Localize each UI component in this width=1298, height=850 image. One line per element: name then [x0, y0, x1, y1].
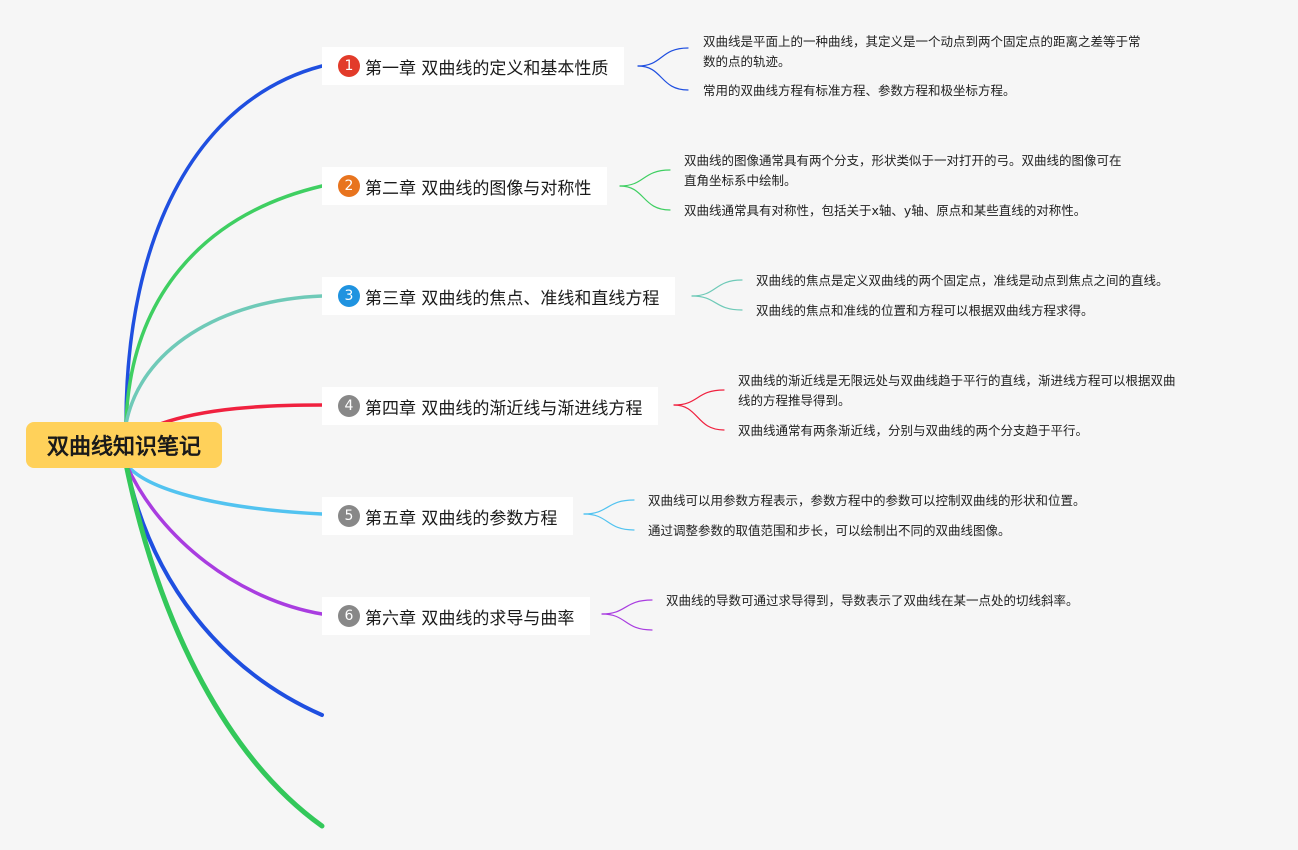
chapter-6-note-connector: [601, 613, 653, 631]
note-line: 双曲线通常具有对称性，包括关于x轴、y轴、原点和某些直线的对称性。: [684, 203, 1087, 218]
chapter-3-number-badge: 3: [338, 285, 360, 307]
root-topic[interactable]: 双曲线知识笔记: [26, 422, 222, 468]
chapter-3-connector: [124, 294, 324, 426]
chapter-4-topic[interactable]: 4 第四章 双曲线的渐近线与渐进线方程: [322, 387, 659, 425]
chapter-3-title: 第三章 双曲线的焦点、准线和直线方程: [365, 288, 660, 309]
chapter-2-title: 第二章 双曲线的图像与对称性: [365, 178, 592, 199]
chapter-5-number-badge: 5: [338, 505, 360, 527]
note-line: 双曲线的渐近线是无限远处与双曲线趋于平行的直线，渐进线方程可以根据双曲: [738, 373, 1176, 388]
chapter-4-note-2[interactable]: 双曲线通常有两条渐近线，分别与双曲线的两个分支趋于平行。: [738, 421, 1088, 441]
chapter-1-note-1[interactable]: 双曲线是平面上的一种曲线，其定义是一个动点到两个固定点的距离之差等于常 数的点的…: [703, 32, 1141, 72]
chapter-1-note-connector: [637, 65, 689, 91]
chapter-2-number-badge: 2: [338, 175, 360, 197]
chapter-2-note-2[interactable]: 双曲线通常具有对称性，包括关于x轴、y轴、原点和某些直线的对称性。: [684, 201, 1086, 221]
chapter-4-connector: [158, 403, 324, 426]
chapter-5-note-connector: [583, 499, 635, 515]
extra-branch-connector: [123, 461, 325, 829]
chapter-3-note-1[interactable]: 双曲线的焦点是定义双曲线的两个固定点，准线是动点到焦点之间的直线。: [756, 271, 1169, 291]
chapter-4-number-badge: 4: [338, 395, 360, 417]
chapter-2-connector: [124, 184, 324, 426]
chapter-5-connector: [124, 462, 324, 516]
note-line: 常用的双曲线方程有标准方程、参数方程和极坐标方程。: [703, 83, 1016, 98]
chapter-4-note-1[interactable]: 双曲线的渐近线是无限远处与双曲线趋于平行的直线，渐进线方程可以根据双曲 线的方程…: [738, 371, 1176, 411]
chapter-6-title: 第六章 双曲线的求导与曲率: [365, 608, 575, 629]
chapter-2-topic[interactable]: 2 第二章 双曲线的图像与对称性: [322, 167, 608, 205]
root-topic-label: 双曲线知识笔记: [46, 435, 201, 460]
note-line: 双曲线可以用参数方程表示，参数方程中的参数可以控制双曲线的形状和位置。: [648, 493, 1086, 508]
chapter-4-title: 第四章 双曲线的渐近线与渐进线方程: [365, 398, 643, 419]
chapter-5-note-connector: [583, 513, 635, 531]
note-line: 数的点的轨迹。: [703, 54, 791, 69]
chapter-1-topic[interactable]: 1 第一章 双曲线的定义和基本性质: [322, 47, 625, 85]
chapter-3-topic[interactable]: 3 第三章 双曲线的焦点、准线和直线方程: [322, 277, 676, 315]
note-line: 双曲线的焦点和准线的位置和方程可以根据双曲线方程求得。: [756, 303, 1094, 318]
chapter-6-connector: [124, 462, 324, 616]
note-line: 双曲线的图像通常具有两个分支，形状类似于一对打开的弓。双曲线的图像可在: [684, 153, 1122, 168]
note-line: 通过调整参数的取值范围和步长，可以绘制出不同的双曲线图像。: [648, 523, 1011, 538]
chapter-2-note-connector: [619, 185, 671, 211]
chapter-6-number-badge: 6: [338, 605, 360, 627]
chapter-6-note-connector: [601, 599, 653, 615]
chapter-1-note-2[interactable]: 常用的双曲线方程有标准方程、参数方程和极坐标方程。: [703, 81, 1016, 101]
note-line: 直角坐标系中绘制。: [684, 173, 797, 188]
note-line: 双曲线的焦点是定义双曲线的两个固定点，准线是动点到焦点之间的直线。: [756, 273, 1169, 288]
note-line: 双曲线的导数可通过求导得到，导数表示了双曲线在某一点处的切线斜率。: [666, 593, 1079, 608]
chapter-5-note-2[interactable]: 通过调整参数的取值范围和步长，可以绘制出不同的双曲线图像。: [648, 521, 1011, 541]
chapter-6-note-1[interactable]: 双曲线的导数可通过求导得到，导数表示了双曲线在某一点处的切线斜率。: [666, 591, 1079, 611]
note-line: 线的方程推导得到。: [738, 393, 851, 408]
chapter-1-note-connector: [637, 47, 689, 67]
chapter-3-note-connector: [691, 295, 743, 311]
chapter-5-title: 第五章 双曲线的参数方程: [365, 508, 558, 529]
note-line: 双曲线通常有两条渐近线，分别与双曲线的两个分支趋于平行。: [738, 423, 1089, 438]
chapter-1-number-badge: 1: [338, 55, 360, 77]
chapter-4-note-connector: [673, 389, 725, 406]
chapter-4-note-connector: [673, 404, 725, 431]
chapter-6-topic[interactable]: 6 第六章 双曲线的求导与曲率: [322, 597, 591, 635]
chapter-5-note-1[interactable]: 双曲线可以用参数方程表示，参数方程中的参数可以控制双曲线的形状和位置。: [648, 491, 1086, 511]
chapter-3-note-connector: [691, 279, 743, 297]
chapter-2-note-1[interactable]: 双曲线的图像通常具有两个分支，形状类似于一对打开的弓。双曲线的图像可在 直角坐标…: [684, 151, 1122, 191]
chapter-3-note-2[interactable]: 双曲线的焦点和准线的位置和方程可以根据双曲线方程求得。: [756, 301, 1094, 321]
chapter-2-note-connector: [619, 169, 671, 187]
note-line: 双曲线是平面上的一种曲线，其定义是一个动点到两个固定点的距离之差等于常: [703, 34, 1141, 49]
chapter-1-connector: [124, 64, 324, 426]
extra-branch-connector: [124, 462, 324, 717]
chapter-5-topic[interactable]: 5 第五章 双曲线的参数方程: [322, 497, 574, 535]
chapter-1-title: 第一章 双曲线的定义和基本性质: [365, 58, 609, 79]
